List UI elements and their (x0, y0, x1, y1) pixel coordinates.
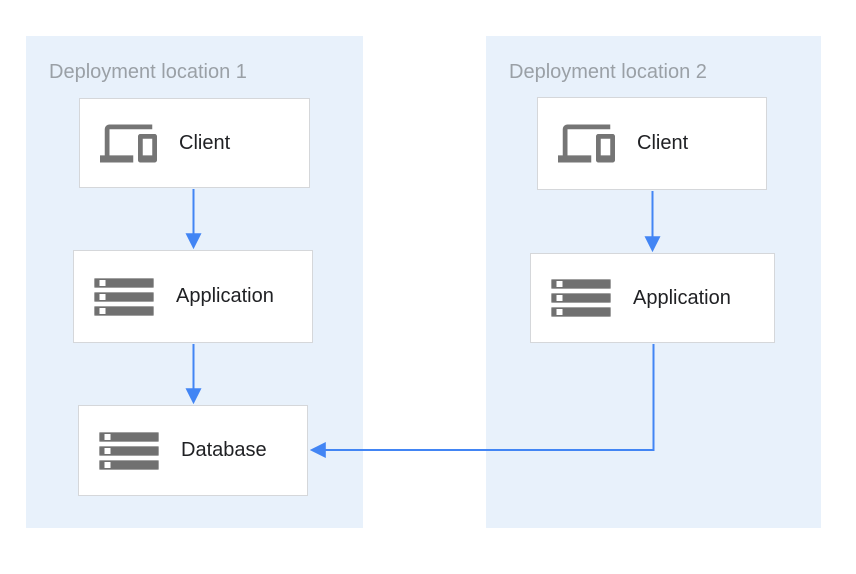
server-stack-icon (551, 279, 611, 317)
server-stack-icon (99, 431, 159, 470)
node-database-1: Database (78, 405, 308, 496)
node-application-1: Application (73, 250, 313, 343)
node-label: Client (637, 132, 689, 154)
node-application-2: Application (530, 253, 775, 343)
node-label: Application (176, 285, 274, 307)
devices-icon (100, 124, 157, 162)
node-client-1: Client (79, 98, 310, 188)
node-label: Client (179, 131, 231, 154)
server-stack-icon (94, 277, 154, 316)
region-title: Deployment location 2 (509, 61, 707, 83)
node-label: Application (633, 286, 731, 309)
devices-icon (558, 124, 615, 163)
region-title: Deployment location 1 (49, 61, 247, 83)
node-label: Database (181, 439, 267, 461)
node-client-2: Client (537, 97, 767, 190)
